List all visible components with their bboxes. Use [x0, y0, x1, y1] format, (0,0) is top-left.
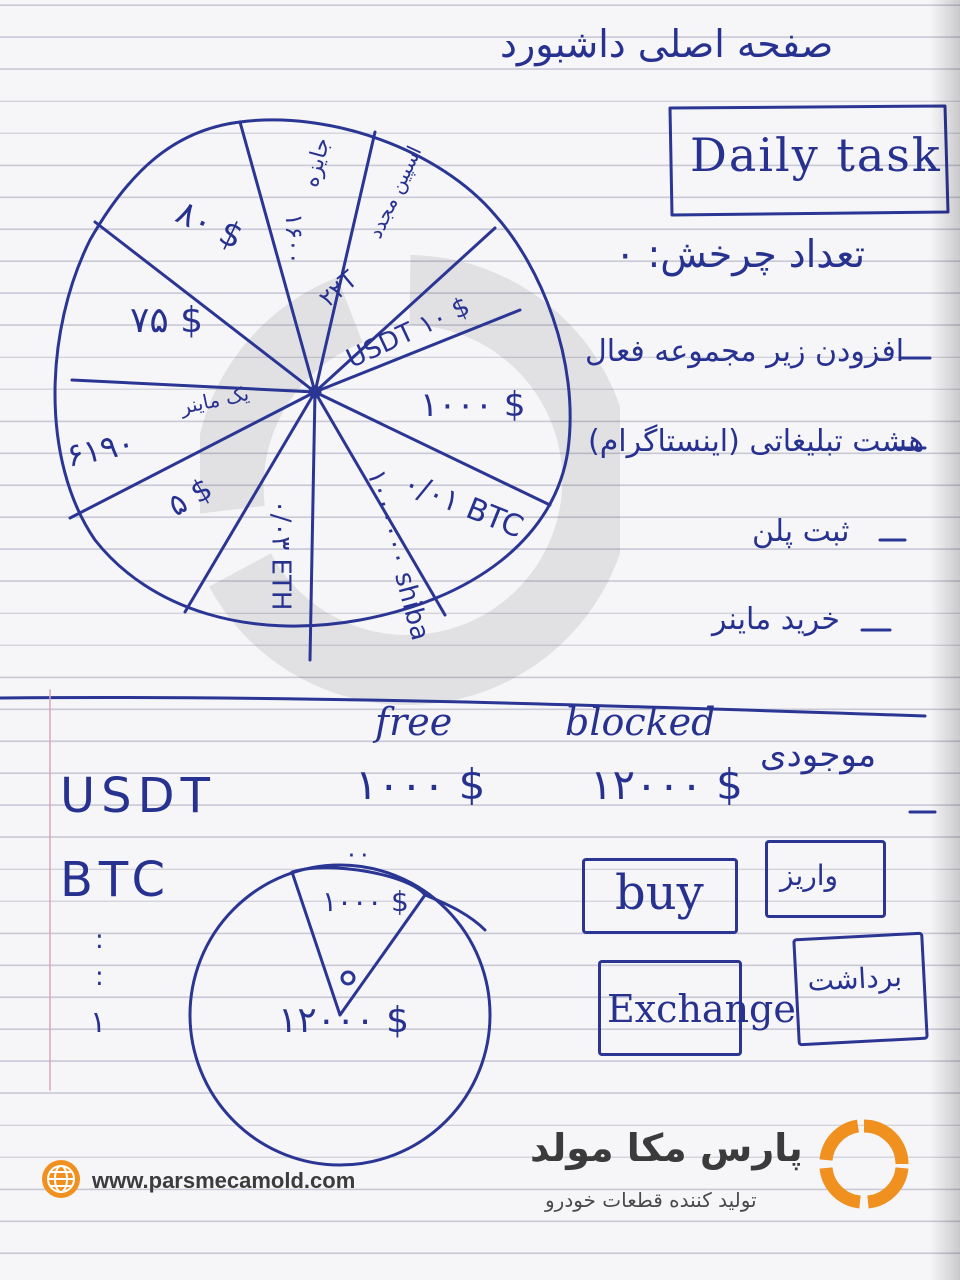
balance-row-free: ۱۰۰۰ $	[355, 760, 486, 809]
wheel-outline	[53, 118, 572, 628]
footer-brand-name: پارس مکا مولد	[530, 1126, 803, 1170]
wheel-spoke	[313, 390, 447, 617]
exchange-button[interactable]: Exchange	[598, 960, 796, 1056]
spin-count-label: تعداد چرخش: ۰	[615, 232, 866, 276]
wheel-segment-label: ۱۰۰۰ $	[420, 385, 526, 425]
balance-more-row: :	[95, 925, 104, 955]
balance-pie-top-mark: ۰۰	[345, 840, 371, 868]
daily-task-label: Daily task	[690, 128, 942, 182]
balance-title: موجودی	[760, 735, 877, 775]
balance-pie-outline	[188, 863, 492, 1167]
buy-button[interactable]: buy	[582, 858, 738, 934]
wheel-spoke	[93, 220, 317, 394]
wheel-spoke	[313, 308, 522, 394]
balance-row-blocked: ۱۲۰۰۰ $	[590, 760, 743, 809]
balance-pie-total-label: ۱۲۰۰۰ $	[278, 1000, 410, 1041]
withdraw-button[interactable]: برداشت	[792, 931, 929, 1047]
wheel-hub	[308, 385, 322, 399]
footer-url[interactable]: www.parsmecamold.com	[92, 1168, 356, 1193]
wheel-spoke	[70, 378, 317, 394]
wheel-spoke	[238, 120, 317, 394]
wheel-spoke	[313, 226, 497, 394]
page-edge-shadow	[930, 0, 960, 1280]
globe-icon	[42, 1160, 80, 1198]
daily-task-box-outline	[668, 104, 950, 217]
task-item[interactable]: افزودن زیر مجموعه فعال	[585, 334, 905, 369]
exchange-button-label: Exchange	[607, 987, 796, 1031]
wheel-spoke	[313, 390, 552, 507]
wheel-segment-label: ۱۶۰۰	[279, 213, 308, 265]
task-item[interactable]: هشت تبلیغاتی (اینستاگرام)	[588, 424, 925, 459]
wheel-spoke	[308, 390, 317, 662]
buy-button-label: buy	[615, 865, 704, 921]
withdraw-button-label: برداشت	[806, 959, 903, 998]
task-item[interactable]: ثبت پلن	[752, 514, 850, 549]
balance-row-asset: BTC	[60, 852, 171, 908]
wheel-spoke	[68, 390, 317, 520]
wheel-spoke	[313, 130, 377, 394]
deposit-button-label: واریز	[780, 859, 839, 892]
column-header-blocked: blocked	[565, 700, 716, 744]
balance-more-row: :	[95, 962, 104, 992]
task-item[interactable]: خرید ماینر	[712, 602, 840, 637]
balance-more-row: ۱	[90, 1005, 107, 1040]
balance-row-asset: USDT	[60, 768, 216, 824]
page-title: صفحه اصلی داشبورد	[500, 22, 834, 66]
wheel-segment-label: ۷۵ $	[130, 300, 204, 341]
footer-tagline: تولید کننده قطعات خودرو	[545, 1188, 757, 1212]
wheel-segment-label: ۰/۰۳ ETH	[265, 499, 296, 611]
balance-pie-slice-label: ۱۰۰۰ $	[322, 885, 409, 918]
brand-logo-icon	[819, 1119, 909, 1209]
wheel-spoke	[183, 390, 317, 614]
column-header-free: free	[375, 700, 453, 744]
section-divider	[0, 695, 927, 718]
deposit-button[interactable]: واریز	[765, 840, 886, 918]
